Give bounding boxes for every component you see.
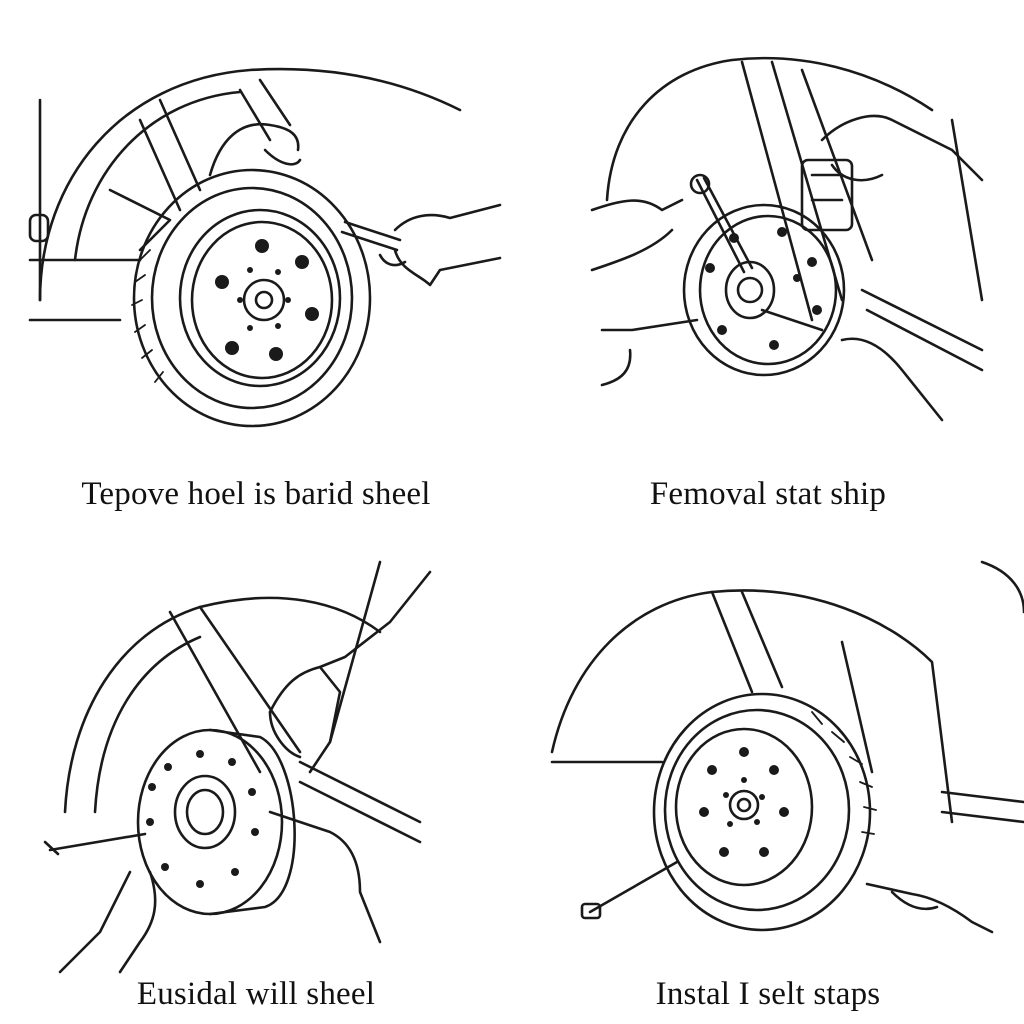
wheel-install-illustration bbox=[550, 560, 1024, 934]
step-panel-2: Femoval stat ship bbox=[512, 0, 1024, 512]
rotor-removal-illustration bbox=[590, 56, 984, 422]
hub-install-illustration bbox=[43, 560, 432, 974]
step-caption: Instal I selt staps bbox=[655, 976, 881, 1012]
step-caption: Eusidal will sheel bbox=[136, 976, 376, 1012]
step-caption: Tepove hoel is barid sheel bbox=[81, 476, 431, 512]
step-panel-1: Tepove hoel is barid sheel bbox=[0, 0, 512, 512]
step-panel-3: Eusidal will sheel bbox=[0, 512, 512, 1024]
wheel-removal-illustration bbox=[28, 67, 502, 428]
step-panel-4: Instal I selt staps bbox=[512, 512, 1024, 1024]
step-caption: Femoval stat ship bbox=[649, 476, 887, 512]
